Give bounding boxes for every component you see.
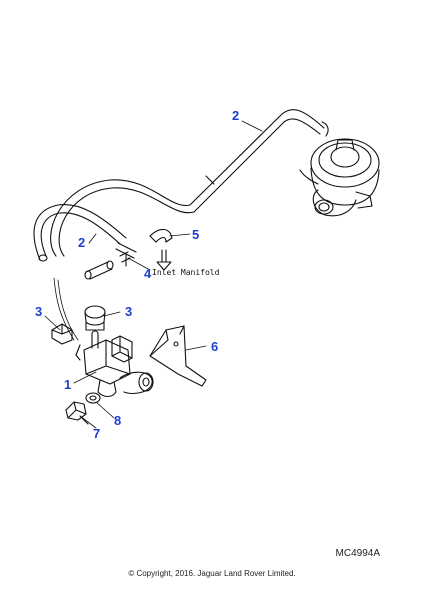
callout-2-upper: 2 [232,108,239,123]
vacuum-hose-upper [50,109,329,257]
copyright-notice: © Copyright, 2016. Jaguar Land Rover Lim… [128,569,296,578]
callout-2-lower: 2 [78,235,85,250]
vacuum-hose-loop [33,204,127,262]
reference-code: MC4994A [335,548,380,559]
callout-1: 1 [64,377,71,392]
elbow-connector [149,228,173,243]
callout-7: 7 [93,426,100,441]
egr-valve [299,138,380,217]
mounting-bracket [149,325,207,387]
callout-8: 8 [114,413,121,428]
callout-3-right: 3 [125,304,132,319]
solenoid-valve [75,330,154,398]
callout-6: 6 [211,339,218,354]
hose-clip-left [51,323,73,345]
inlet-manifold-arrow [156,249,172,271]
hose-clip-right [84,305,106,331]
short-hose [84,260,114,280]
bolt [65,401,89,425]
callout-4: 4 [144,266,152,281]
washer [85,392,101,404]
leader-lines [44,120,263,429]
t-connector [115,242,137,267]
callout-5: 5 [192,227,199,242]
inlet-manifold-label: Inlet Manifold [152,268,220,277]
callout-3-left: 3 [35,304,42,319]
route-lines [53,277,79,341]
